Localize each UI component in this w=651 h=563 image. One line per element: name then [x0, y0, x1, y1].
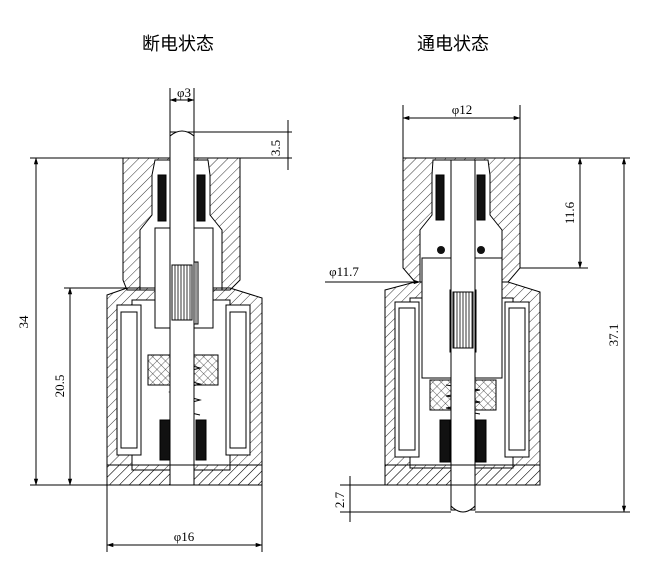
right-dim-total-height: 37.1 — [606, 324, 621, 347]
left-dim-total-height: 34 — [16, 315, 31, 329]
right-view-title: 通电状态 — [417, 34, 489, 55]
left-view-title: 断电状态 — [142, 34, 214, 55]
right-pin-tip — [450, 505, 476, 513]
right-seal-bot-r — [475, 419, 487, 463]
left-dim-base-dia: φ16 — [174, 529, 195, 544]
left-dimensions: φ3 3.5 34 20.5 φ16 — [16, 85, 292, 552]
left-seal-bot-l — [159, 419, 171, 461]
left-pin-tip — [169, 130, 195, 137]
left-seal-bot-r — [195, 419, 207, 461]
right-dim-upper-height: 11.6 — [562, 201, 577, 224]
right-coil-l-inner — [398, 307, 416, 451]
right-valve-drawing — [384, 157, 541, 513]
left-coil-l-inner — [120, 311, 138, 449]
right-seal-top-r — [476, 174, 486, 221]
left-dim-protrusion: 3.5 — [268, 140, 283, 156]
right-seal-bot-l — [439, 419, 451, 463]
left-seal-top-l — [157, 174, 167, 222]
left-dim-pin-dia: φ3 — [177, 85, 191, 100]
right-ball-r — [477, 246, 485, 254]
right-seal-top-l — [435, 174, 445, 221]
right-coil-r-inner — [508, 307, 526, 451]
right-dim-inner-dia: φ11.7 — [329, 264, 359, 279]
left-valve-drawing — [106, 130, 263, 486]
right-dim-pin-extension: 2.7 — [332, 491, 347, 508]
right-base-hole — [450, 464, 476, 486]
left-dim-lower-height: 20.5 — [52, 375, 67, 398]
right-dim-top-dia: φ12 — [452, 102, 473, 117]
right-ball-l — [437, 246, 445, 254]
left-base-hole — [169, 464, 195, 486]
right-pin-knurl — [452, 291, 474, 349]
left-coil-r-inner — [229, 311, 247, 449]
right-dimensions: φ12 11.6 φ11.7 37.1 2.7 — [325, 102, 630, 522]
left-seal-top-r — [196, 174, 206, 222]
left-pin-knurl — [171, 264, 193, 321]
